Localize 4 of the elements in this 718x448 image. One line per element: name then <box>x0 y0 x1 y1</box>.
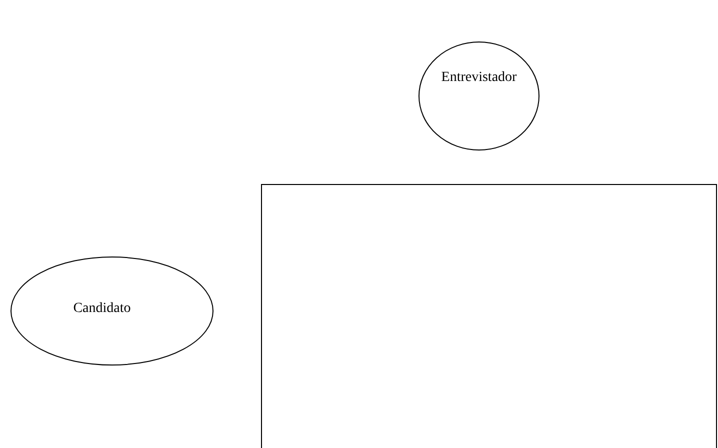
actor-name: Candidato <box>73 301 131 317</box>
actor-ellipse <box>418 41 540 151</box>
actor-ellipse <box>10 256 214 366</box>
actor-name: Entrevistador <box>441 70 517 86</box>
